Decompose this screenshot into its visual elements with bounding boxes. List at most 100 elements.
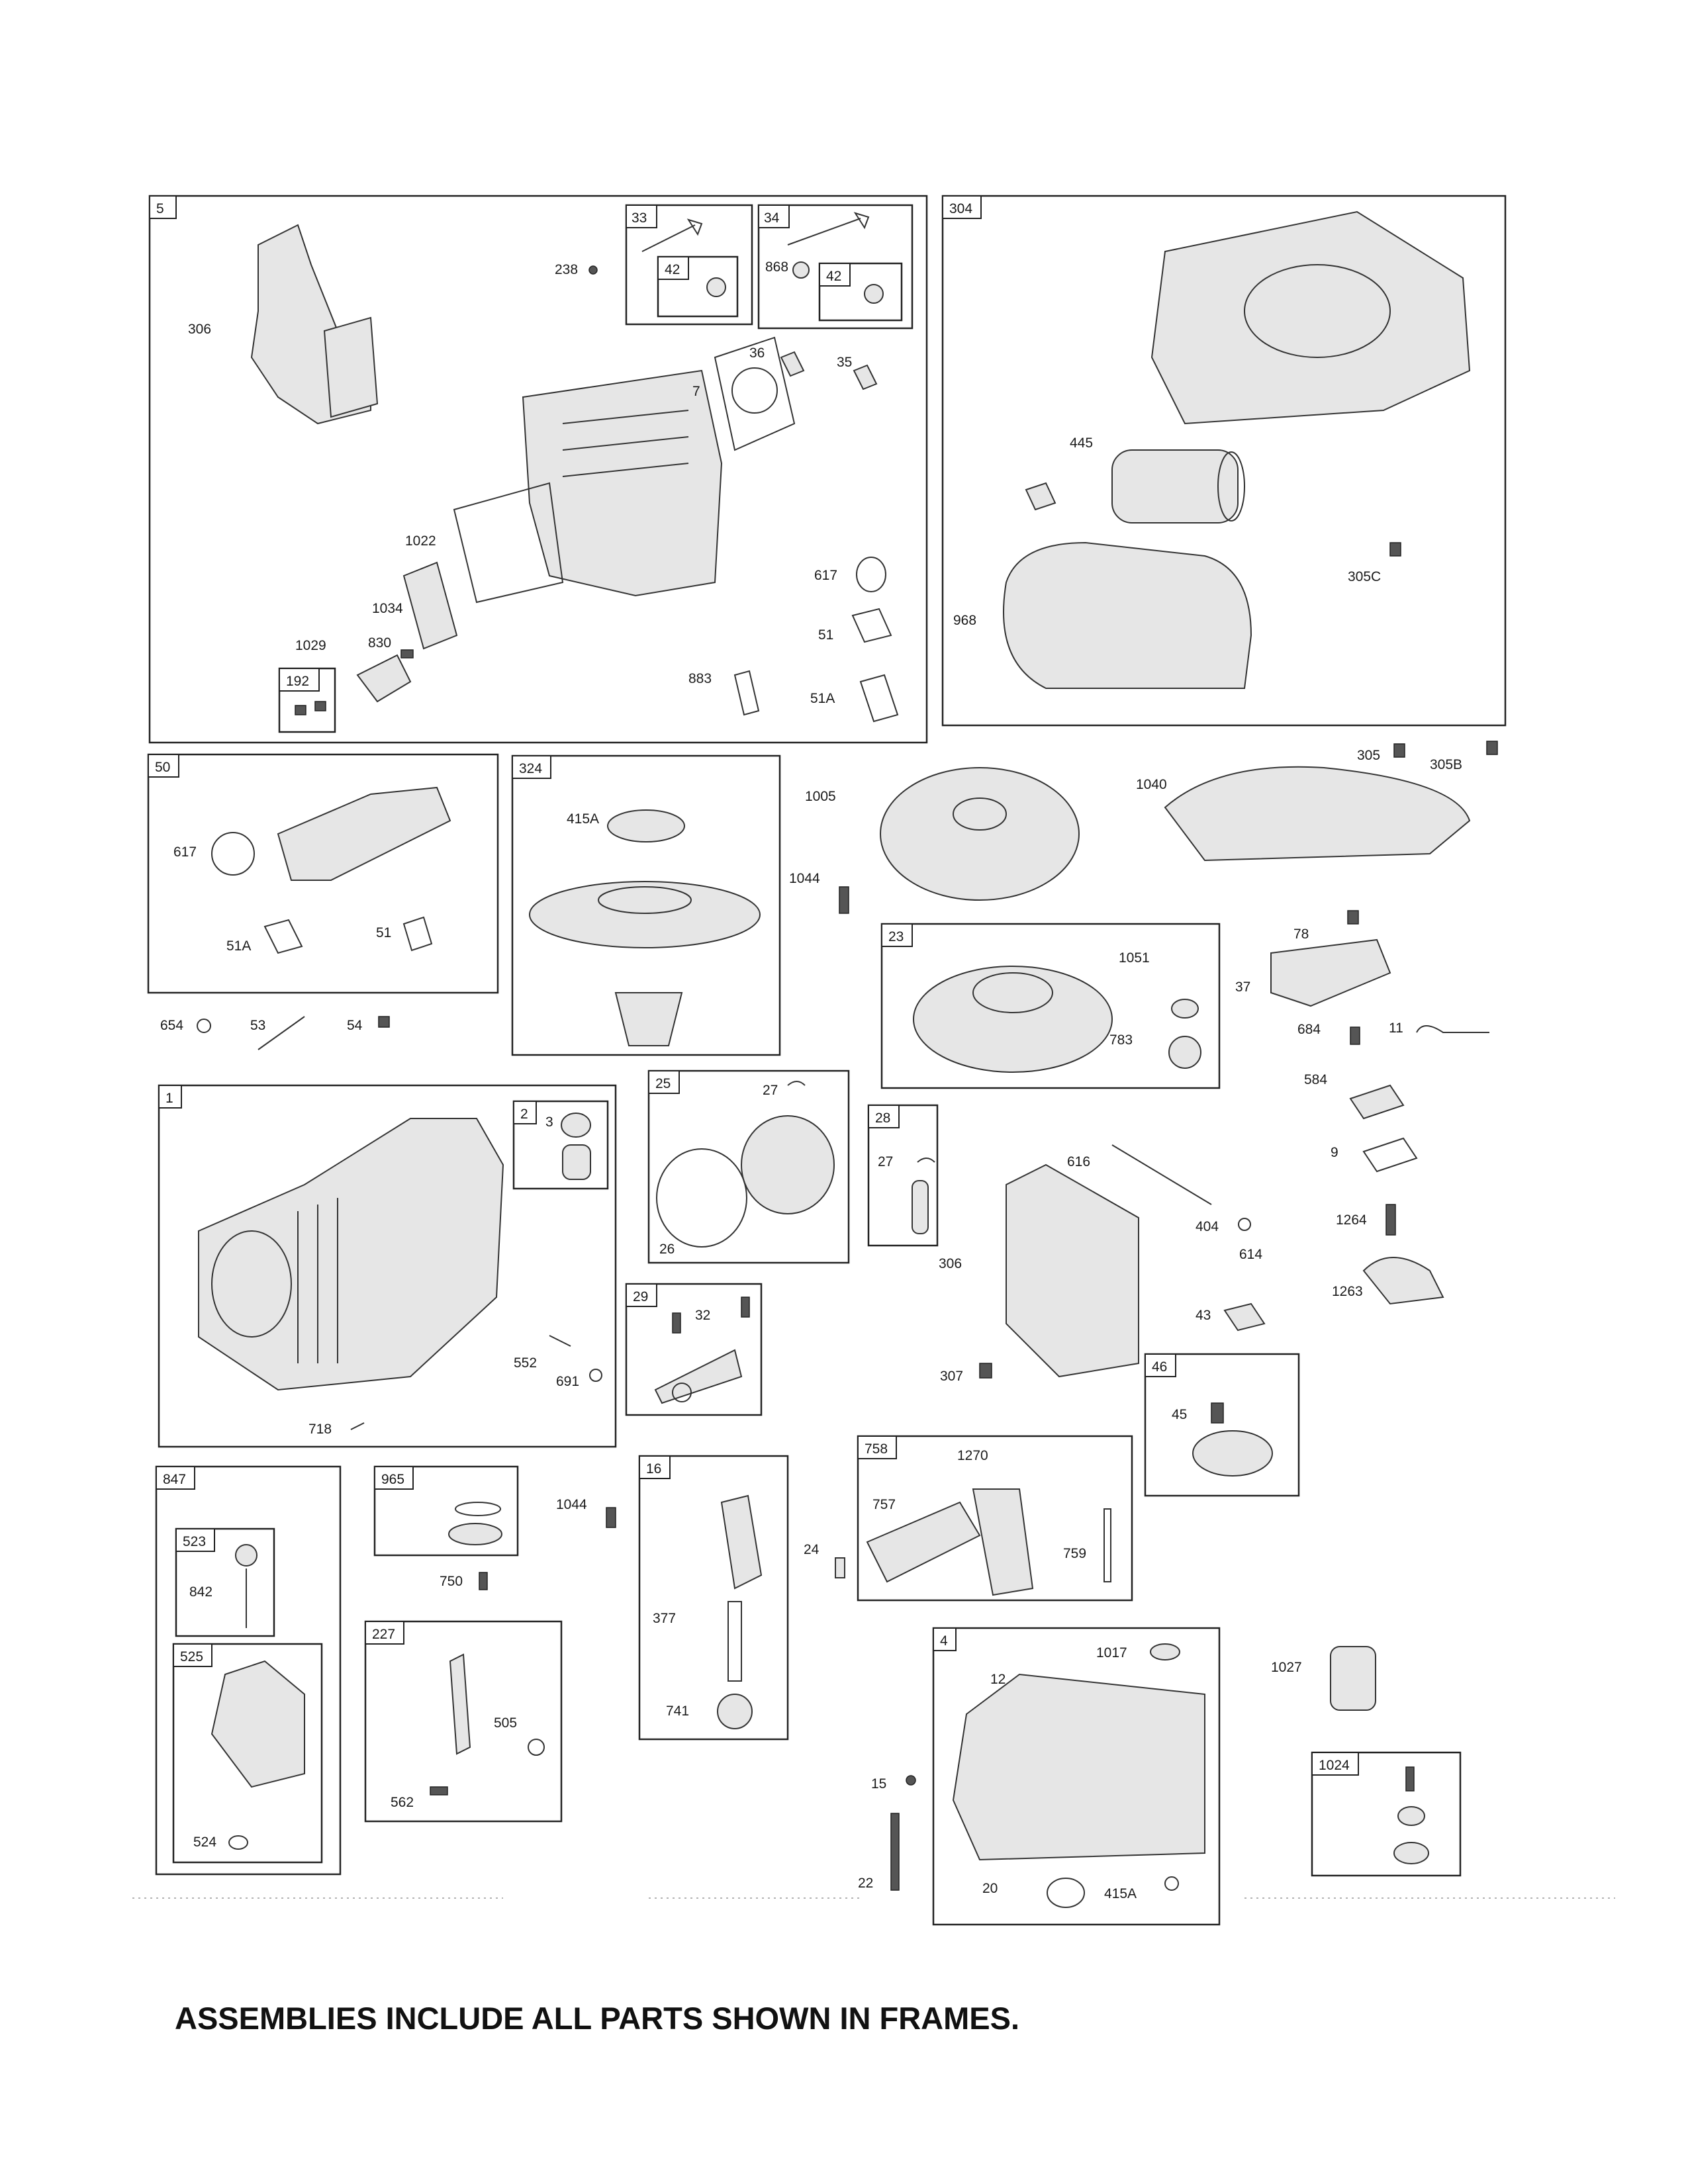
screw-1264 <box>1385 1204 1396 1236</box>
frame-tag-box <box>942 195 982 219</box>
retainer <box>706 277 726 297</box>
frame-tag-box <box>149 195 177 219</box>
plate-965 <box>448 1523 502 1545</box>
screw-78 <box>1347 910 1359 925</box>
frame-tag-box <box>657 256 689 280</box>
label-584: 584 <box>1304 1072 1327 1087</box>
label-415A-c: 415A <box>1104 1886 1137 1901</box>
part-37 <box>1270 938 1391 1007</box>
washer-404 <box>1238 1218 1251 1231</box>
shaft-45 <box>1211 1402 1224 1424</box>
label-24: 24 <box>804 1542 820 1557</box>
clip-27 <box>787 1081 806 1086</box>
label-27: 27 <box>763 1083 778 1098</box>
screws-192 <box>295 701 326 715</box>
label-883: 883 <box>688 671 712 686</box>
label-36: 36 <box>749 345 765 361</box>
frame-46 <box>1144 1353 1300 1497</box>
frame-tag-box <box>1145 1353 1176 1377</box>
part-1024b <box>1397 1806 1425 1826</box>
frame-965 <box>373 1465 519 1557</box>
label-842: 842 <box>189 1584 212 1600</box>
label-616: 616 <box>1067 1154 1090 1169</box>
bolt-22 <box>890 1813 900 1891</box>
clip-27b <box>917 1158 935 1163</box>
frame-tag-box <box>868 1105 900 1128</box>
frame-tag-box <box>819 263 851 287</box>
washer <box>1171 999 1199 1019</box>
label-12: 12 <box>990 1672 1006 1687</box>
frame-2 <box>512 1100 609 1190</box>
stud-53 <box>258 1016 305 1050</box>
label-445: 445 <box>1070 435 1093 451</box>
frame-tag-box <box>639 1455 671 1479</box>
ring-617 <box>856 557 886 592</box>
lever-227 <box>449 1653 471 1755</box>
screw-54 <box>378 1016 390 1028</box>
head-fins <box>562 410 689 477</box>
oring-524 <box>228 1835 248 1850</box>
gasket-1022 <box>453 482 564 604</box>
frame-5 <box>148 195 928 744</box>
plug-1017 <box>1150 1643 1180 1661</box>
frame-1 <box>158 1084 617 1448</box>
label-53: 53 <box>250 1018 265 1033</box>
frames: 5 33 42 34 42 192 304 50 324 <box>147 195 1507 1926</box>
base-adapter <box>614 992 683 1046</box>
assemblies-note: ASSEMBLIES INCLUDE ALL PARTS SHOWN IN FR… <box>175 2001 1019 2036</box>
frame-tag-1024: 1024 <box>1319 1758 1350 1773</box>
seal-3 <box>561 1113 591 1138</box>
washer-691 <box>589 1369 602 1382</box>
blower-housing-304 <box>1150 210 1471 425</box>
frame-tag-523: 523 <box>183 1534 206 1549</box>
label-614: 614 <box>1239 1247 1262 1262</box>
frame-tag-box <box>173 1643 212 1667</box>
link-11 <box>1416 1025 1489 1033</box>
bolt-1044 <box>839 886 849 914</box>
frame-tag-box <box>279 668 320 692</box>
label-1044b: 1044 <box>556 1497 587 1512</box>
gasket-51A <box>263 919 303 954</box>
label-20: 20 <box>982 1881 998 1896</box>
frame-tag-box <box>365 1621 404 1645</box>
rod-616 <box>1111 1144 1212 1205</box>
flywheel-23 <box>913 966 1113 1073</box>
frame-tag-847: 847 <box>163 1472 186 1487</box>
label-1017: 1017 <box>1096 1645 1127 1661</box>
engine-block <box>198 1118 504 1391</box>
frame-tag-box <box>512 755 551 779</box>
screw-32a <box>672 1312 681 1334</box>
label-1051: 1051 <box>1119 950 1150 966</box>
label-1044a: 1044 <box>789 871 820 886</box>
ring-617 <box>211 832 255 876</box>
frame-tag-box <box>158 1085 182 1109</box>
flywheel-hub <box>972 972 1053 1013</box>
piston <box>741 1115 835 1214</box>
frame-tag-box <box>513 1101 537 1124</box>
valve-33 <box>641 218 703 252</box>
frame-34 <box>757 204 914 330</box>
label-415A: 415A <box>567 811 599 827</box>
base-center <box>598 886 692 914</box>
label-830: 830 <box>368 635 391 651</box>
frame-tag-304: 304 <box>949 201 972 216</box>
frame-tag-965: 965 <box>381 1472 404 1487</box>
frame-tag-16: 16 <box>646 1461 661 1477</box>
frame-23 <box>880 923 1221 1089</box>
air-cleaner-base <box>529 881 761 948</box>
label-305B: 305B <box>1430 757 1462 772</box>
label-750: 750 <box>440 1574 463 1589</box>
gear-783 <box>1168 1036 1201 1069</box>
frame-25 <box>647 1069 850 1264</box>
label-968: 968 <box>953 613 976 628</box>
frame-tag-46: 46 <box>1152 1359 1167 1375</box>
dipstick-cap <box>235 1544 258 1567</box>
valve-34 <box>787 212 870 246</box>
label-9: 9 <box>1331 1145 1338 1160</box>
part-584 <box>1349 1084 1405 1120</box>
frame-42a <box>657 255 739 318</box>
label-306: 306 <box>188 322 211 337</box>
label-307: 307 <box>940 1369 963 1384</box>
label-27b: 27 <box>878 1154 893 1169</box>
